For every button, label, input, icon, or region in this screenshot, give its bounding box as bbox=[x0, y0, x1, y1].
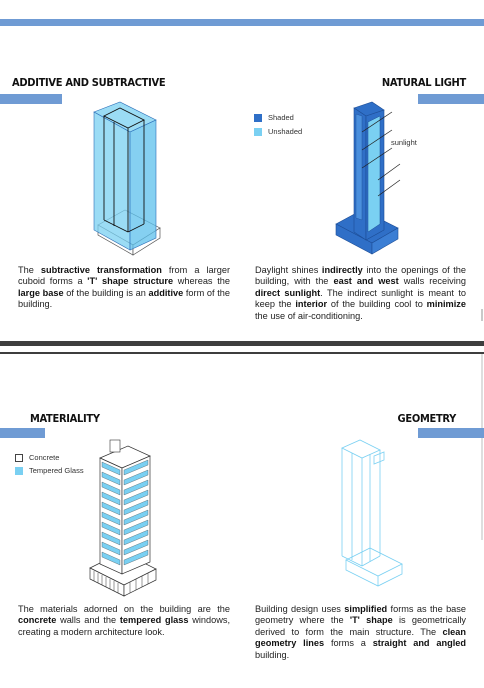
paragraph-geometry: Building design uses simplified forms as… bbox=[255, 604, 466, 660]
legend-item-concrete: Concrete bbox=[15, 453, 59, 462]
legend-label-shaded: Shaded bbox=[268, 113, 294, 122]
swatch-shaded bbox=[254, 113, 262, 122]
section-divider-thin bbox=[0, 352, 484, 354]
geometry-building-diagram bbox=[341, 439, 403, 587]
natural-light-building-diagram bbox=[335, 101, 401, 255]
paragraph-natural-light: Daylight shines indirectly into the open… bbox=[255, 265, 467, 321]
heading-natural-light: NATURAL LIGHT bbox=[381, 76, 466, 89]
top-accent-bar bbox=[0, 19, 484, 26]
additive-building-diagram bbox=[93, 101, 161, 256]
legend-item-tempered-glass: Tempered Glass bbox=[15, 466, 84, 475]
swatch-unshaded bbox=[254, 127, 262, 136]
legend-item-unshaded: Unshaded bbox=[254, 127, 302, 136]
legend-item-shaded: Shaded bbox=[254, 113, 294, 122]
heading-geometry: GEOMETRY bbox=[397, 412, 457, 425]
heading-additive: ADDITIVE AND SUBTRACTIVE bbox=[12, 76, 166, 89]
sunlight-annotation: sunlight bbox=[391, 138, 417, 147]
accent-bar-additive bbox=[0, 94, 62, 104]
paragraph-materiality: The materials adorned on the building ar… bbox=[18, 604, 231, 637]
scroll-track-lower bbox=[481, 354, 483, 540]
legend-label-unshaded: Unshaded bbox=[268, 127, 303, 136]
scroll-tick-upper bbox=[481, 309, 483, 321]
swatch-concrete bbox=[15, 453, 23, 462]
accent-bar-materiality bbox=[0, 428, 45, 438]
heading-materiality: MATERIALITY bbox=[30, 412, 100, 425]
materiality-building-diagram bbox=[89, 439, 157, 597]
legend-label-concrete: Concrete bbox=[29, 453, 60, 462]
paragraph-additive: The subtractive transformation from a la… bbox=[18, 265, 231, 310]
accent-bar-natural-light bbox=[418, 94, 484, 104]
accent-bar-geometry bbox=[418, 428, 484, 438]
swatch-tempered-glass bbox=[15, 466, 23, 475]
legend-label-tempered-glass: Tempered Glass bbox=[29, 466, 84, 475]
section-divider-thick bbox=[0, 341, 484, 346]
